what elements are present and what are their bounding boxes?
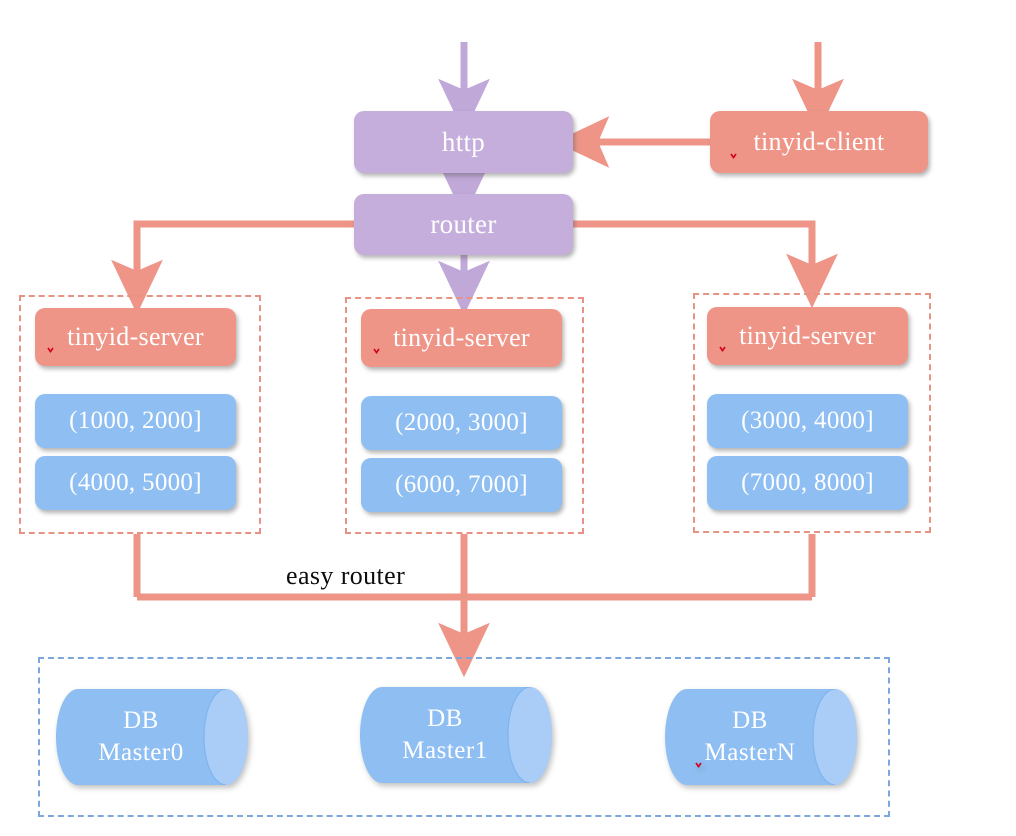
db-cylinder-2[interactable]: DB MasterN [665,689,857,785]
node-http-label: http [441,126,486,157]
wire-router-to-server-right [573,220,838,309]
node-tinyid-client[interactable]: tinyid-client [710,111,928,173]
db-line2: MasterN [704,739,796,766]
db-line2: Master1 [402,737,488,764]
segment-range-label: (3000, 4000] [741,406,874,434]
segment-range-2-1[interactable]: (7000, 8000] [707,456,908,510]
db-line1: DB [123,707,159,734]
segment-range-label: (1000, 2000] [69,406,202,434]
segment-range-label: (2000, 3000] [395,408,528,436]
segment-range-label: (6000, 7000] [395,470,528,498]
spellcheck-squiggle-icon [719,346,731,352]
segment-range-label: (7000, 8000] [741,468,874,496]
db-cylinder-2-label: DB MasterN [665,689,857,785]
server-group-2 [693,293,931,533]
db-cylinder-1-label: DB Master1 [360,687,552,783]
db-cylinder-0-label: DB Master0 [56,689,248,785]
spellcheck-squiggle-icon [730,153,742,159]
db-line1: DB [732,707,768,734]
db-line2: Master0 [98,739,184,766]
easy-router-label: easy router [286,561,406,590]
db-cylinder-0[interactable]: DB Master0 [56,689,248,785]
spellcheck-squiggle-icon [47,347,59,353]
db-cylinder-1[interactable]: DB Master1 [360,687,552,783]
node-tinyid-client-label: tinyid-client [753,127,885,157]
server-group-1 [345,297,584,534]
db-line1: DB [427,705,463,732]
node-tinyid-server-2[interactable]: tinyid-server [707,307,908,365]
segment-range-2-0[interactable]: (3000, 4000] [707,394,908,448]
spellcheck-squiggle-icon [373,348,385,354]
node-tinyid-server-0-label: tinyid-server [67,322,204,352]
node-tinyid-server-0[interactable]: tinyid-server [35,308,236,366]
node-tinyid-server-2-label: tinyid-server [739,321,876,351]
server-group-0 [19,295,261,534]
node-http[interactable]: http [354,111,573,173]
segment-range-label: (4000, 5000] [69,468,202,496]
db-cluster-container [38,657,890,817]
node-router[interactable]: router [354,194,573,255]
node-tinyid-server-1[interactable]: tinyid-server [361,309,562,367]
node-tinyid-server-1-label: tinyid-server [393,323,530,353]
segment-range-0-0[interactable]: (1000, 2000] [35,394,236,448]
segment-range-1-1[interactable]: (6000, 7000] [361,458,562,512]
wire-router-to-server-left [111,220,354,315]
node-router-label: router [430,209,497,240]
segment-range-1-0[interactable]: (2000, 3000] [361,396,562,450]
segment-range-0-1[interactable]: (4000, 5000] [35,456,236,510]
